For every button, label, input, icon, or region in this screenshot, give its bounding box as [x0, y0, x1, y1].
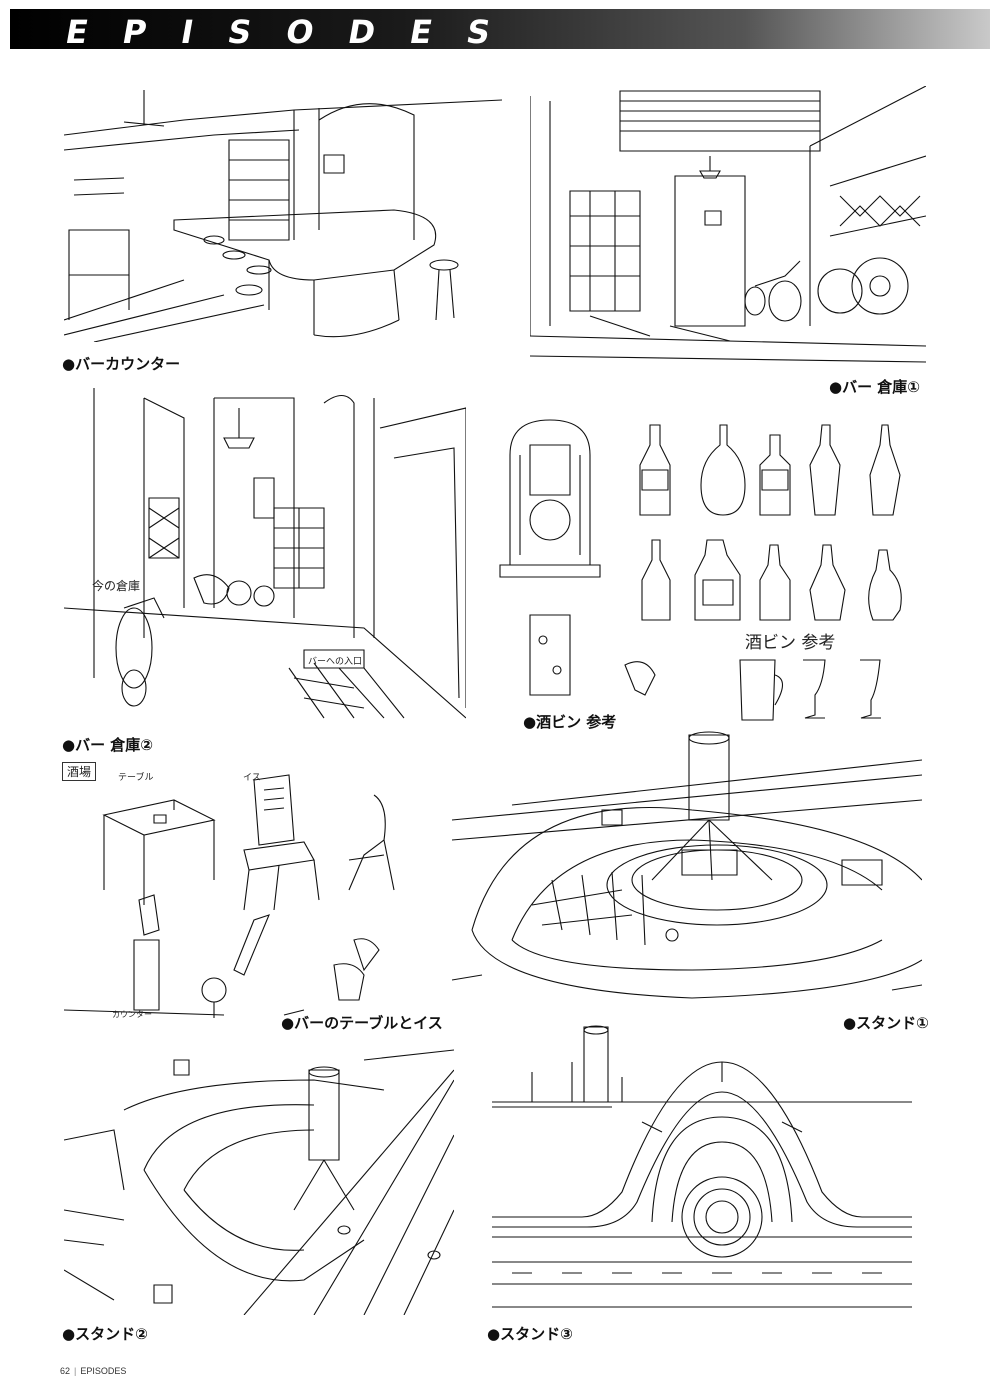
header-bar: EPISODES	[10, 9, 990, 51]
note-to-bar: バーへの入口	[308, 657, 363, 667]
caption-bar-counter: ●バーカウンター	[62, 355, 181, 373]
page-footer: 62|EPISODES	[60, 1366, 126, 1376]
bottle-row-1	[640, 425, 900, 515]
sketch-bar-storage-1	[530, 86, 926, 376]
note-sakaba: 酒場	[62, 762, 97, 781]
caption-bar-table-chairs: ●バーのテーブルとイス	[281, 1014, 443, 1032]
page-title: EPISODES	[62, 13, 529, 51]
caption-stand-2: ●スタンド②	[62, 1325, 148, 1343]
sketch-stand-3	[492, 1022, 912, 1320]
page-number: 62	[60, 1366, 71, 1376]
bottle-row-2	[642, 540, 901, 620]
footer-section: EPISODES	[80, 1366, 127, 1376]
caption-stand-1: ●スタンド①	[843, 1014, 929, 1032]
note-chair: イス	[243, 773, 261, 783]
caption-bar-storage-2: ●バー 倉庫②	[62, 736, 154, 754]
sketch-bottles	[495, 415, 915, 725]
note-table: テーブル	[118, 773, 154, 783]
sketch-stand-1	[452, 730, 922, 1010]
sketch-stand-2	[64, 1040, 454, 1315]
sketch-table-chairs	[64, 760, 434, 1020]
caption-bar-storage-1: ●バー 倉庫①	[829, 378, 921, 396]
caption-liquor-bottles: ●酒ビン 参考	[523, 713, 617, 731]
note-counter: カウンター	[112, 1010, 152, 1019]
sketch-bar-storage-2	[64, 378, 466, 723]
sketch-bar-counter	[64, 80, 502, 342]
footer-separator: |	[74, 1366, 77, 1376]
caption-stand-3: ●スタンド③	[487, 1325, 573, 1343]
note-storage-now: 今の倉庫	[92, 579, 141, 593]
note-bottle-ref: 酒ビン 参考	[745, 633, 836, 653]
